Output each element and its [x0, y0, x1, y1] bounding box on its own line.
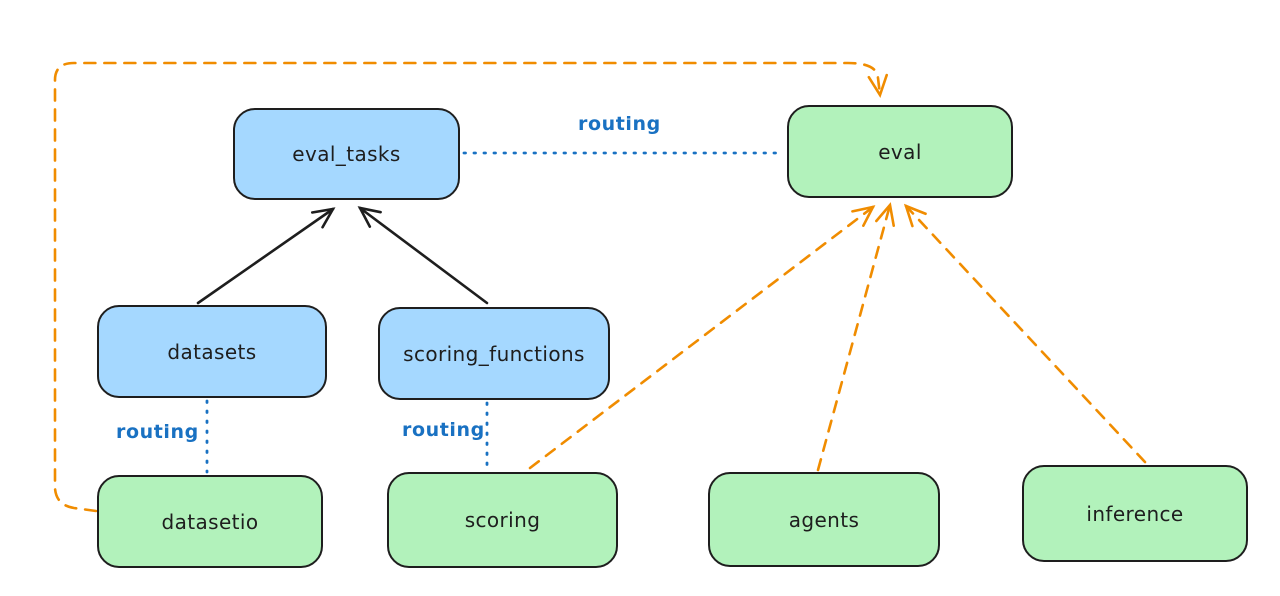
node-eval-tasks: eval_tasks [233, 108, 460, 200]
edge-inference-to-eval [903, 203, 1147, 464]
edge-agents-to-eval [816, 202, 896, 472]
edge-scoring-functions-to-eval-tasks [357, 206, 489, 305]
node-scoring-functions-label: scoring_functions [403, 341, 585, 366]
node-datasets-label: datasets [167, 339, 257, 364]
node-agents-label: agents [788, 507, 860, 532]
edge-label-routing-datasets-datasetio: routing [116, 421, 199, 443]
node-inference: inference [1022, 465, 1248, 562]
node-eval-label: eval [878, 139, 922, 164]
node-datasets: datasets [97, 305, 327, 398]
node-eval-tasks-label: eval_tasks [292, 142, 401, 166]
edge-datasets-to-eval-tasks [196, 207, 336, 305]
edge-scoring-to-eval [528, 205, 876, 470]
edge-label-routing-scoring-functions-scoring: routing [402, 419, 485, 441]
node-eval: eval [787, 105, 1013, 198]
node-scoring-label: scoring [464, 508, 541, 532]
node-datasetio-label: datasetio [161, 509, 259, 534]
node-inference-label: inference [1086, 501, 1184, 526]
edge-label-routing-eval-tasks-eval: routing [578, 113, 661, 135]
edge-datasetio-to-eval-around [53, 61, 889, 513]
node-scoring-functions: scoring_functions [378, 307, 610, 400]
node-datasetio: datasetio [97, 475, 323, 568]
node-agents: agents [708, 472, 940, 567]
node-scoring: scoring [387, 472, 618, 568]
